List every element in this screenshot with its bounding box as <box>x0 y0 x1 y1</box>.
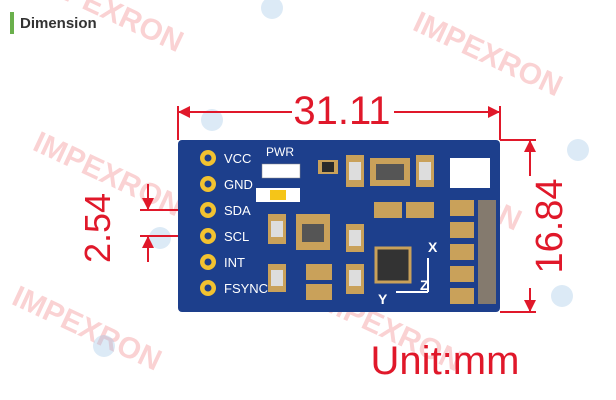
axis-label-z: Z <box>420 277 429 293</box>
pin-label-sda: SDA <box>224 203 251 218</box>
pin-label-fsync: FSYNC <box>224 281 268 296</box>
watermark-text: IMPEXRON <box>29 0 188 59</box>
pin-label-vcc: VCC <box>224 151 251 166</box>
axis-labels: X Y Z <box>378 239 438 307</box>
dimension-lines <box>140 106 536 313</box>
section-header: Dimension <box>10 12 97 34</box>
watermark-text: IMPEXRON <box>7 280 166 378</box>
power-label: PWR <box>266 145 294 159</box>
axis-label-y: Y <box>378 291 388 307</box>
pcb-components <box>268 155 496 304</box>
watermark-globes <box>93 0 589 357</box>
pin-label-int: INT <box>224 255 245 270</box>
section-accent-bar <box>10 12 14 34</box>
unit-label: Unit:mm <box>371 339 520 383</box>
pin-labels: VCC GND SDA SCL INT FSYNC <box>224 151 268 296</box>
section-title: Dimension <box>20 14 97 32</box>
pin-header <box>200 150 216 296</box>
watermark-text: IMPEXRON <box>408 6 567 104</box>
axis-label-x: X <box>428 239 438 255</box>
dimension-width: 31.11 <box>293 89 390 133</box>
power-led <box>256 163 301 202</box>
pcb-board: VCC GND SDA SCL INT FSYNC PWR <box>178 140 500 312</box>
pin-label-gnd: GND <box>224 177 253 192</box>
axis-arrows <box>396 258 429 293</box>
pin-label-scl: SCL <box>224 229 249 244</box>
dimension-pitch: 2.54 <box>77 193 118 263</box>
dimension-height: 16.84 <box>529 178 571 273</box>
